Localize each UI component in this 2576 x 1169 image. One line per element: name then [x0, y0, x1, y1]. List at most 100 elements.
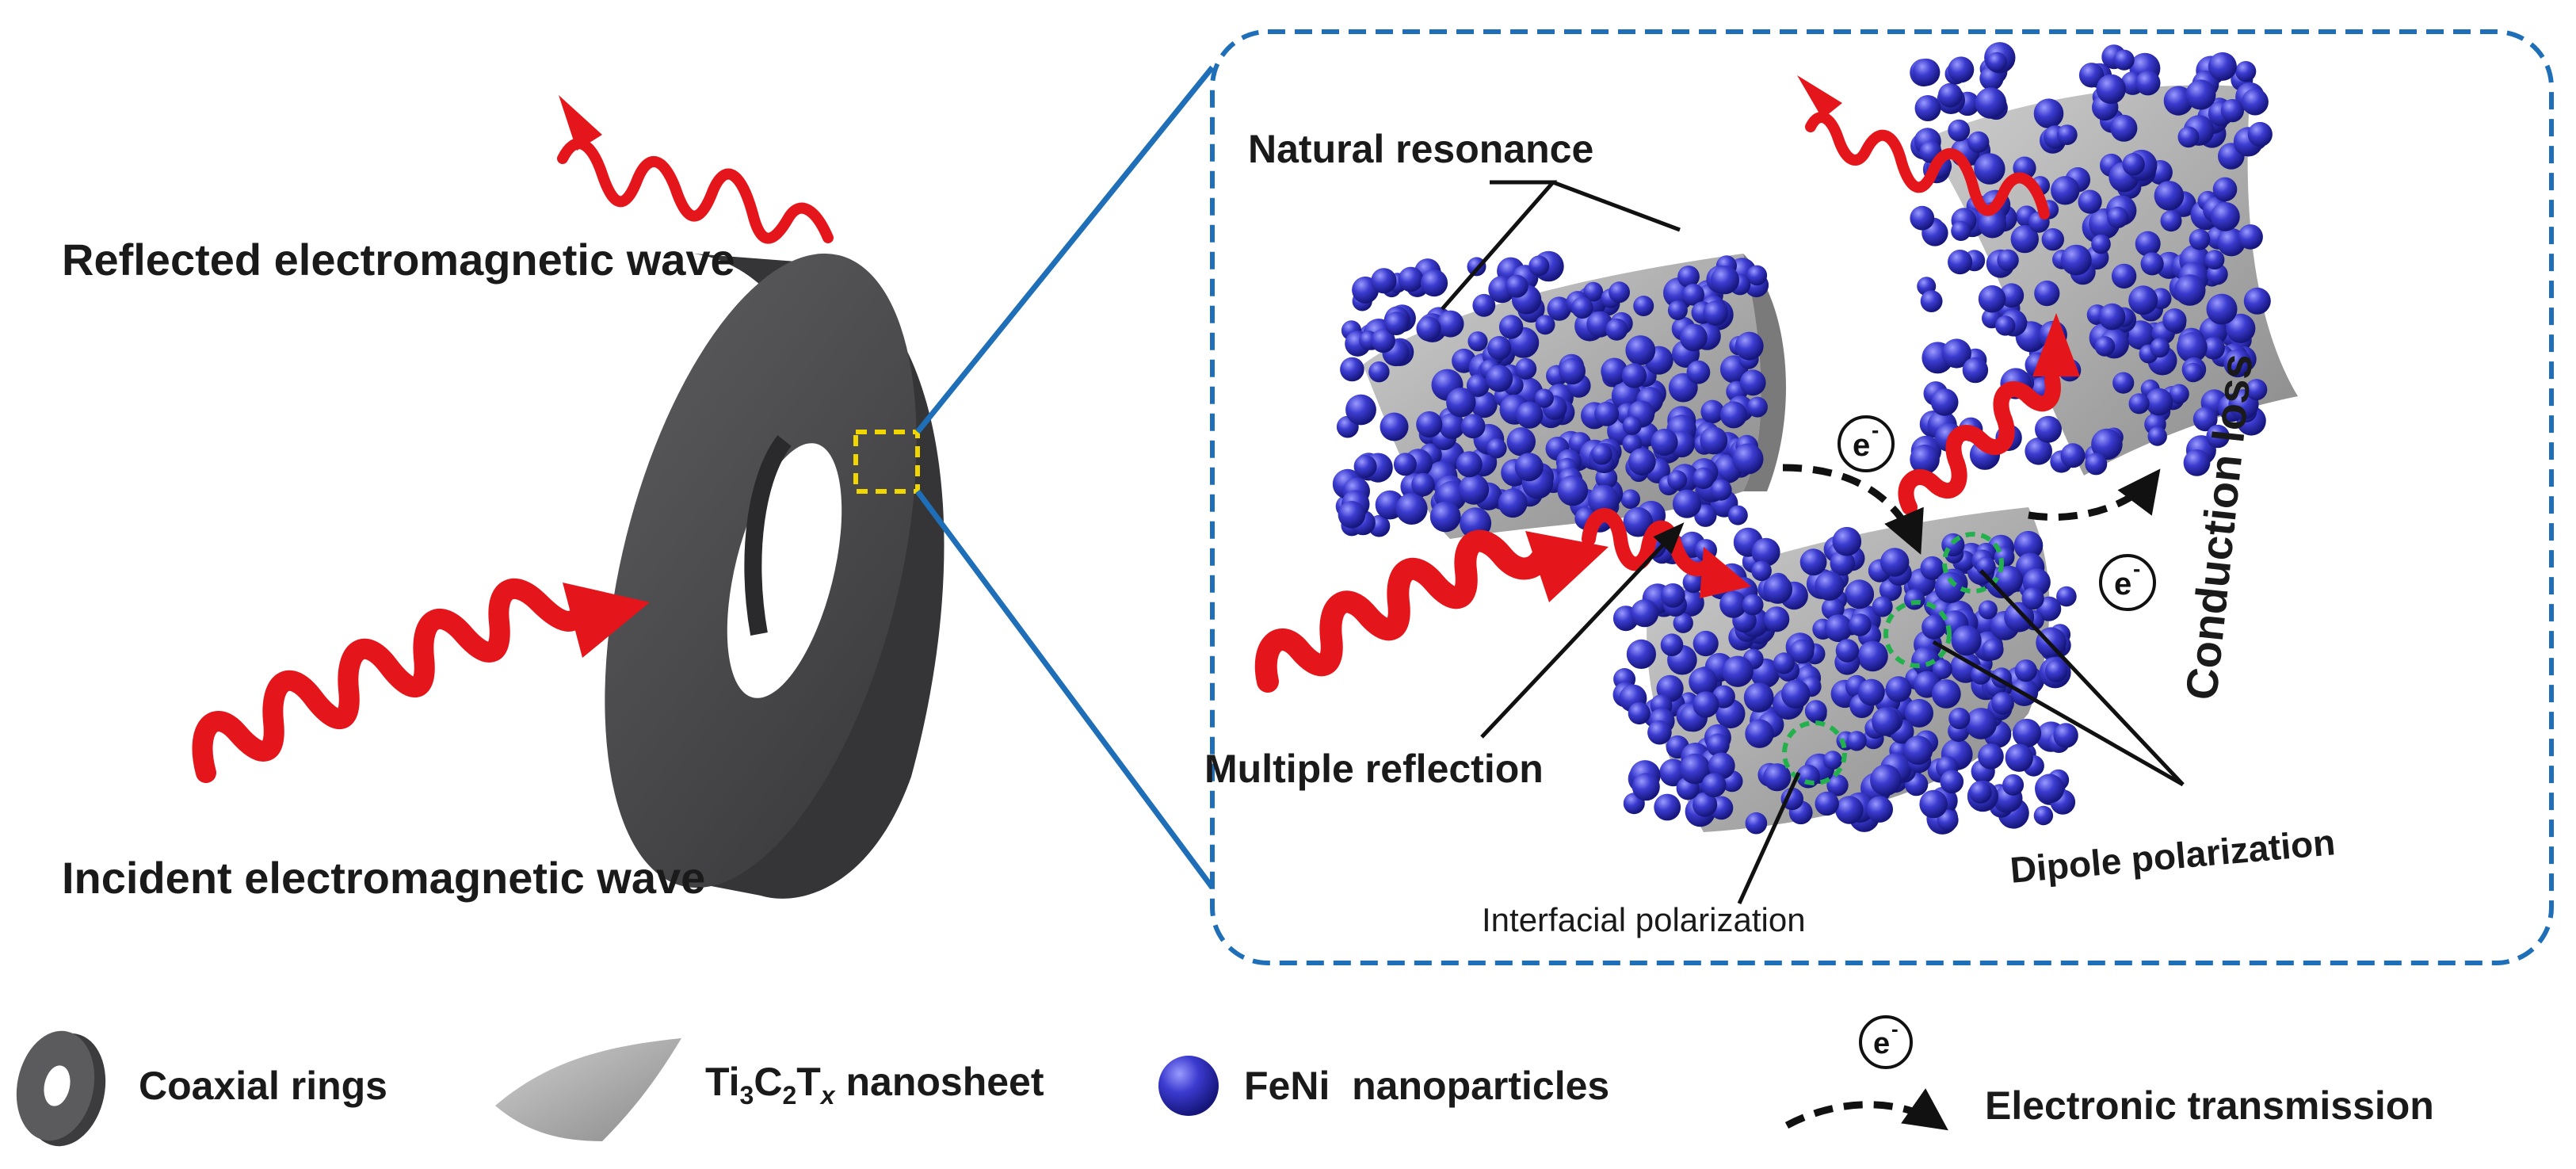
legend-nanoparticles-label: FeNi nanoparticles	[1244, 1064, 1610, 1108]
feni-particle	[1654, 793, 1681, 821]
feni-particle	[1845, 579, 1875, 609]
feni-particle	[1751, 537, 1780, 567]
feni-particle	[2091, 234, 2111, 254]
feni-particle	[2041, 227, 2064, 251]
feni-particle	[1722, 655, 1754, 687]
feni-particle	[1920, 290, 1943, 312]
feni-particle	[2206, 293, 2238, 325]
feni-particle	[1948, 707, 1971, 730]
feni-particle	[2107, 206, 2129, 228]
feni-particle	[1962, 357, 1989, 384]
feni-particle	[1745, 719, 1774, 748]
feni-particle	[2177, 332, 2208, 363]
feni-particle	[1978, 285, 2006, 313]
feni-particle	[1628, 701, 1651, 725]
legend-transmission-label: Electronic transmission	[1985, 1083, 2434, 1128]
feni-particle	[1487, 336, 1512, 361]
feni-particle	[1467, 331, 1488, 352]
feni-particle	[1743, 682, 1774, 712]
feni-particle	[1416, 316, 1441, 342]
feni-particle	[2226, 313, 2256, 343]
feni-particle	[1622, 415, 1642, 435]
feni-particle	[1682, 283, 1705, 306]
feni-particle	[1626, 639, 1656, 670]
svg-text:-: -	[2133, 556, 2140, 581]
label-multiple-reflection: Multiple reflection	[1204, 747, 1544, 791]
feni-particle	[1628, 448, 1656, 476]
feni-particle	[1799, 548, 1827, 576]
feni-particle	[2012, 718, 2042, 748]
legend-particle-icon	[1158, 1056, 1219, 1116]
feni-particle	[1515, 357, 1537, 380]
svg-text:e: e	[1853, 428, 1870, 463]
label-natural-resonance: Natural resonance	[1248, 127, 1594, 171]
feni-particle	[1780, 787, 1803, 811]
feni-particle	[1948, 250, 1973, 275]
polarization-circle	[1782, 720, 1847, 785]
feni-particle	[1773, 652, 1795, 674]
feni-particle	[2246, 379, 2268, 401]
zoom-region-box	[853, 430, 920, 494]
feni-particle	[1905, 698, 1933, 728]
feni-particle	[1857, 640, 1888, 672]
feni-particle	[1708, 752, 1735, 780]
feni-particle	[2122, 153, 2145, 176]
feni-particle	[1857, 678, 1885, 706]
legend-rings-label: Coaxial rings	[139, 1064, 387, 1108]
feni-particle	[2242, 88, 2269, 116]
feni-particle	[1746, 396, 1768, 418]
svg-text:-: -	[1872, 418, 1879, 442]
feni-particle	[2202, 337, 2225, 360]
feni-particle	[1439, 413, 1465, 439]
feni-particle	[2150, 338, 2170, 358]
feni-particle	[1371, 328, 1395, 353]
feni-particle	[1846, 731, 1867, 751]
feni-particle	[1571, 296, 1593, 319]
feni-particle	[2154, 181, 2185, 211]
feni-particle	[2238, 224, 2263, 250]
feni-particle	[1505, 274, 1528, 298]
feni-particle	[2091, 428, 2123, 460]
feni-particle	[2128, 393, 2150, 414]
feni-particle	[2111, 263, 2137, 289]
feni-particle	[1940, 770, 1964, 794]
electron-symbol-1: e -	[1838, 415, 1895, 472]
feni-particle	[1832, 526, 1862, 556]
feni-particle	[2211, 201, 2240, 231]
feni-particle	[1398, 266, 1424, 292]
feni-particle	[2112, 372, 2135, 394]
feni-particle	[1941, 338, 1971, 369]
feni-particle	[2044, 659, 2068, 682]
feni-particle	[1965, 708, 1998, 739]
feni-particle	[2085, 453, 2108, 476]
feni-particle	[1969, 781, 1992, 804]
feni-particle	[1764, 606, 1790, 632]
feni-particle	[1633, 296, 1654, 316]
feni-particle	[1880, 548, 1910, 577]
feni-particle	[1745, 812, 1768, 835]
feni-particle	[1557, 475, 1589, 506]
feni-particle	[1931, 679, 1961, 709]
feni-particle	[2162, 308, 2187, 333]
feni-particle	[1885, 676, 1912, 702]
feni-particle	[2135, 231, 2161, 257]
feni-particle	[1732, 443, 1764, 475]
leader-natural-resonance	[1441, 180, 1681, 311]
feni-particle	[2147, 426, 2167, 446]
feni-particle	[1625, 335, 1656, 365]
feni-particle	[2035, 774, 2065, 804]
feni-particle	[2034, 281, 2060, 307]
feni-particle	[1693, 792, 1718, 817]
feni-particle	[1534, 388, 1554, 408]
feni-particle	[2033, 805, 2054, 826]
feni-particle	[1978, 743, 2004, 770]
legend-sheet-icon	[495, 1038, 681, 1141]
feni-particle	[1514, 453, 1544, 482]
feni-particle	[1978, 600, 1998, 620]
feni-particle	[2098, 303, 2126, 330]
feni-particle	[1930, 388, 1959, 416]
feni-particle	[2247, 121, 2273, 147]
feni-particle	[2014, 659, 2037, 682]
feni-particle	[1384, 311, 1409, 335]
